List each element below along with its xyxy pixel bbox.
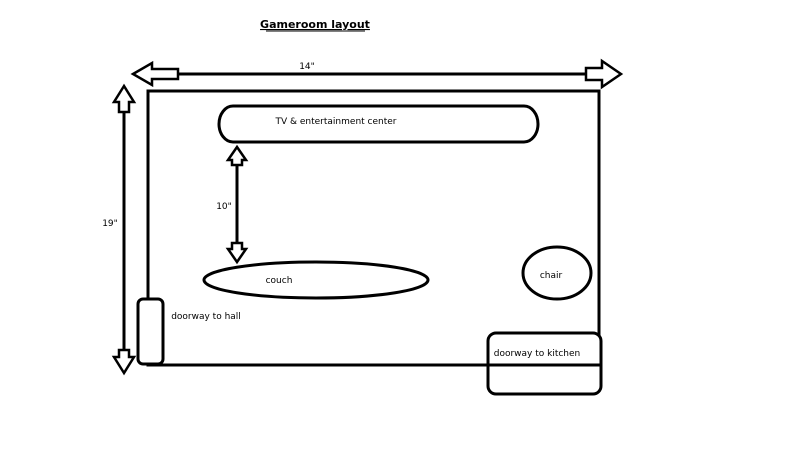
tv-label: TV & entertainment center	[274, 117, 396, 127]
couch-label: couch	[266, 276, 293, 286]
diagram-title: Gameroom layout	[260, 18, 370, 31]
couch	[202, 260, 430, 300]
width-dimension-arrow	[130, 58, 624, 90]
height-label: 19"	[102, 219, 118, 229]
width-label: 14"	[299, 62, 315, 72]
tv-entertainment-center	[217, 104, 540, 144]
height-dimension-arrow	[111, 83, 137, 376]
chair-label: chair	[540, 271, 563, 281]
tv-couch-distance-label: 10"	[216, 202, 232, 212]
room-outline	[146, 89, 601, 367]
tv-couch-distance-arrow	[225, 144, 249, 265]
doorway-kitchen-label: doorway to kitchen	[494, 349, 581, 359]
doorway-hall-label: doorway to hall	[171, 312, 241, 322]
doorway-to-hall	[136, 297, 165, 366]
chair	[521, 245, 593, 301]
